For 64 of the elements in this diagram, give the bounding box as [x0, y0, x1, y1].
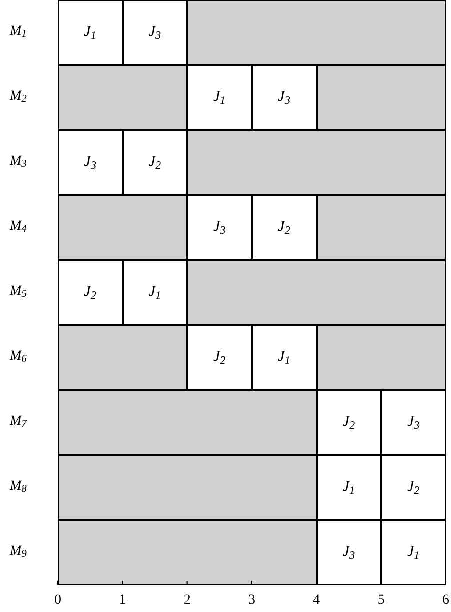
job-block	[381, 455, 446, 520]
job-block	[316, 455, 382, 520]
job-label: J$_{3}$	[408, 413, 420, 434]
machine-label: M$_{4}$	[10, 220, 27, 234]
tick-label: 5	[376, 594, 386, 608]
job-label: J$_{1}$	[342, 478, 356, 499]
job-block	[122, 260, 188, 325]
machine-label: M$_{7}$	[10, 414, 27, 428]
job-label: J$_{2}$	[408, 478, 420, 499]
job-label: J$_{2}$	[214, 348, 226, 369]
job-label: J$_{3}$	[148, 23, 162, 44]
tick-label: 2	[182, 594, 192, 608]
idle-bar	[316, 325, 446, 390]
job-block	[252, 195, 317, 260]
job-label: J$_{1}$	[214, 88, 226, 109]
job-label: J$_{3}$	[342, 543, 356, 564]
idle-bar	[316, 195, 446, 260]
idle-bar	[58, 455, 317, 520]
machine-label: M$_{3}$	[10, 154, 27, 168]
tick-label: 0	[54, 594, 62, 608]
job-block	[58, 0, 123, 65]
job-block	[316, 520, 382, 585]
job-block	[187, 65, 252, 130]
job-label: J$_{1}$	[408, 543, 420, 564]
job-block	[58, 260, 123, 325]
job-block	[252, 325, 317, 390]
idle-bar	[58, 195, 188, 260]
job-block	[58, 130, 123, 195]
machine-label: M$_{1}$	[10, 24, 27, 38]
idle-bar	[58, 325, 188, 390]
machine-label: M$_{2}$	[10, 90, 27, 104]
idle-bar	[58, 65, 188, 130]
job-label: J$_{2}$	[342, 413, 356, 434]
job-block	[381, 390, 446, 455]
job-block	[381, 520, 446, 585]
job-label: J$_{3}$	[84, 153, 96, 174]
job-block	[122, 0, 188, 65]
machine-label: M$_{8}$	[10, 480, 27, 494]
job-block	[187, 325, 252, 390]
idle-bar	[58, 390, 317, 455]
job-label: J$_{3}$	[278, 88, 290, 109]
job-block	[316, 390, 382, 455]
job-label: J$_{2}$	[278, 218, 290, 239]
machine-label: M$_{5}$	[10, 284, 27, 298]
job-block	[187, 195, 252, 260]
job-label: J$_{1}$	[84, 23, 96, 44]
job-label: J$_{2}$	[148, 153, 162, 174]
idle-bar	[316, 65, 446, 130]
tick-label: 1	[118, 594, 128, 608]
idle-bar	[187, 260, 446, 325]
tick-label: 4	[312, 594, 322, 608]
idle-bar	[187, 0, 446, 65]
machine-label: M$_{9}$	[10, 544, 27, 558]
job-label: J$_{1}$	[148, 283, 162, 304]
idle-bar	[187, 130, 446, 195]
idle-bar	[58, 520, 317, 585]
job-block	[252, 65, 317, 130]
machine-label: M$_{6}$	[10, 350, 27, 364]
tick-label: 6	[442, 594, 450, 608]
job-label: J$_{3}$	[214, 218, 226, 239]
job-label: J$_{2}$	[84, 283, 96, 304]
job-block	[122, 130, 188, 195]
tick-label: 3	[248, 594, 256, 608]
job-label: J$_{1}$	[278, 348, 290, 369]
